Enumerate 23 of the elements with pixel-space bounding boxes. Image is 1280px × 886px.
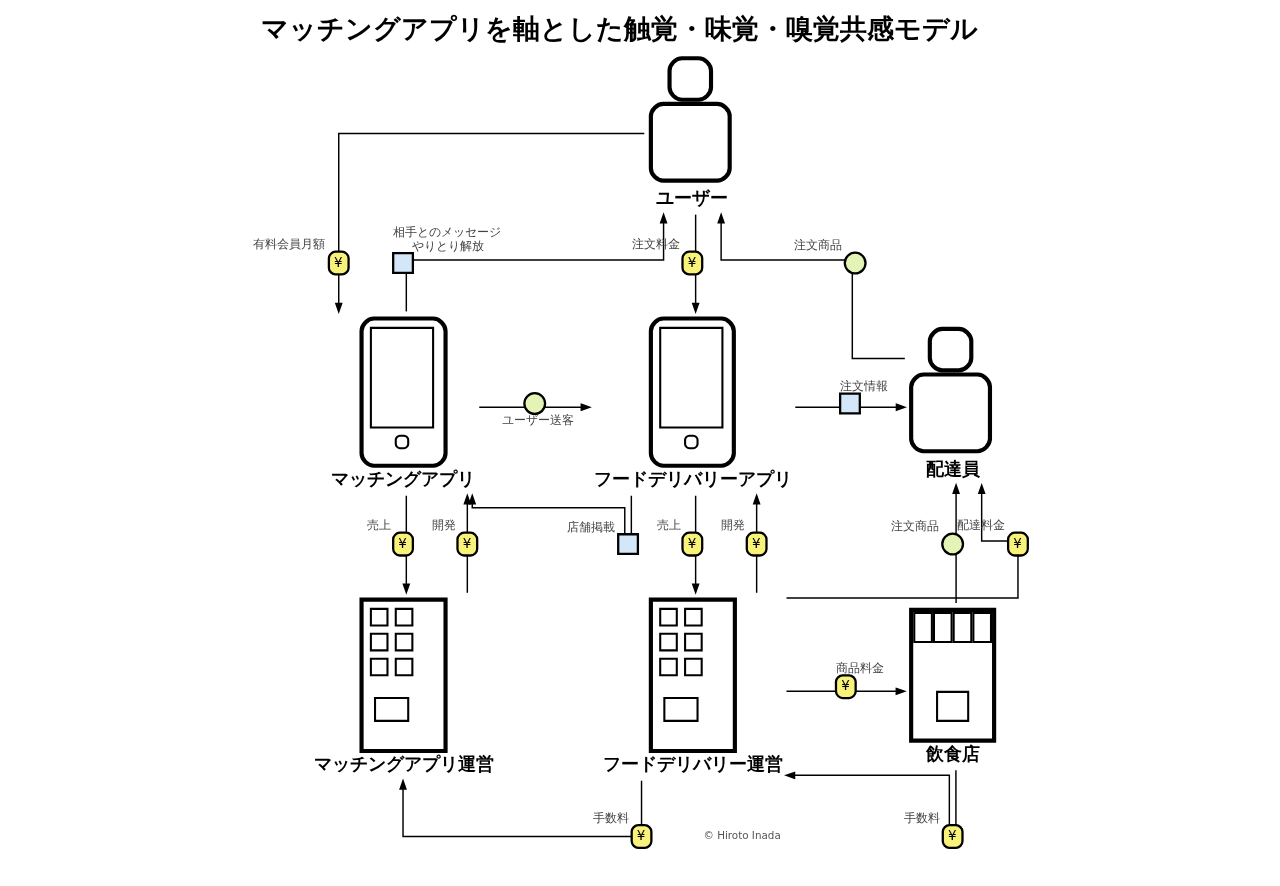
node-label: フードデリバリー運営 — [602, 753, 783, 774]
node-label: 開発 — [720, 516, 745, 532]
node-label: 注文商品 — [890, 517, 939, 533]
node-label: ユーザー送客 — [501, 411, 574, 427]
node-label: 商品料金 — [835, 659, 884, 675]
node-label: 手数料 — [592, 809, 629, 825]
node-label: ユーザー — [655, 187, 728, 208]
diagram-title: マッチングアプリを軸とした触覚・味覚・嗅覚共感モデル — [260, 12, 978, 44]
node-label: マッチングアプリ運営 — [313, 753, 494, 774]
node-label: 飲食店 — [925, 743, 980, 764]
node-label: 店舗掲載 — [566, 518, 615, 534]
node-label: 売上 — [656, 516, 681, 532]
node-label: 開発 — [431, 516, 456, 532]
label: © Hiroto Inada — [702, 828, 781, 841]
node-label: 有料会員月額 — [252, 235, 325, 251]
node-label: 配達員 — [925, 458, 980, 479]
node-label: 相手とのメッセージやりとり解放 — [392, 223, 501, 253]
node-label: フードデリバリーアプリ — [593, 468, 792, 489]
node-label: マッチングアプリ — [330, 468, 475, 489]
node-label: 手数料 — [903, 809, 940, 825]
node-label: 注文商品 — [793, 236, 842, 252]
node-label: 売上 — [366, 516, 391, 532]
node-label: 注文情報 — [839, 377, 888, 393]
